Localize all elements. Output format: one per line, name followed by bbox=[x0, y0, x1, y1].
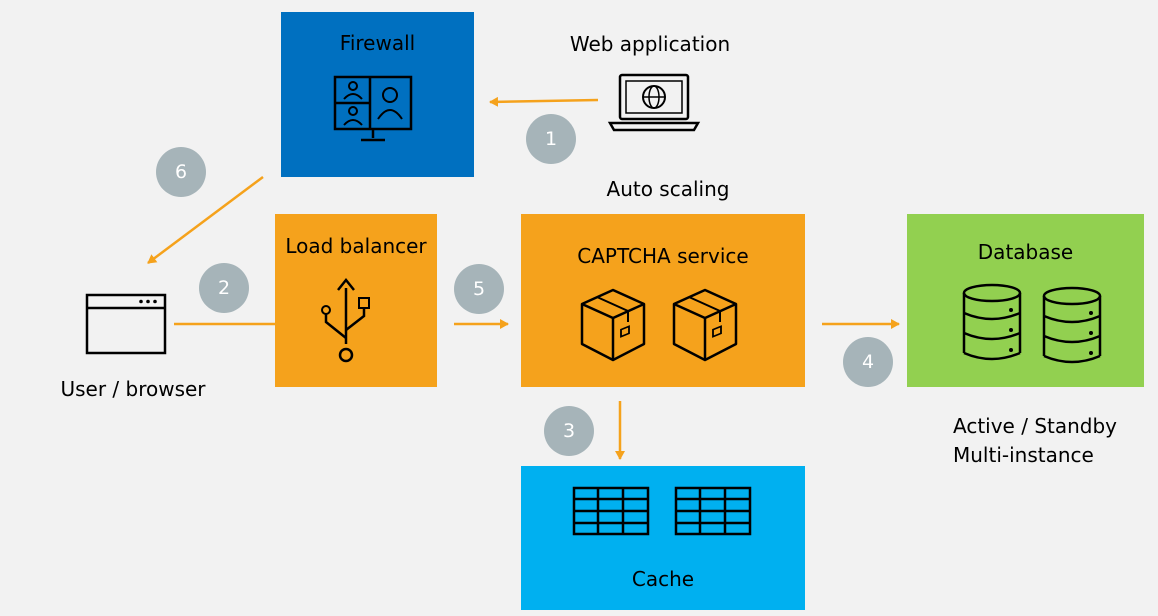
web-application-label: Web application bbox=[569, 32, 731, 56]
firewall-label: Firewall bbox=[339, 31, 416, 55]
laptop-globe-icon bbox=[607, 73, 701, 132]
active-standby-label: Active / Standby bbox=[953, 414, 1118, 438]
auto-scaling-label: Auto scaling bbox=[606, 177, 730, 201]
grid-table-icon bbox=[572, 486, 650, 536]
database-label: Database bbox=[977, 240, 1074, 264]
cache-label: Cache bbox=[631, 567, 695, 591]
step-badge-6: 6 bbox=[156, 147, 206, 197]
step-badge-3: 3 bbox=[544, 406, 594, 456]
arrow-firewall-to-user bbox=[147, 175, 264, 265]
arrow-web-to-firewall bbox=[489, 96, 599, 107]
database-cylinder-icon bbox=[962, 283, 1022, 361]
user-browser-label: User / browser bbox=[60, 377, 206, 401]
captcha-service-box bbox=[521, 214, 805, 387]
cache-box bbox=[521, 466, 805, 610]
load-balancer-label: Load balancer bbox=[285, 234, 427, 258]
multi-instance-label: Multi-instance bbox=[953, 443, 1094, 467]
video-conference-monitor-icon bbox=[333, 75, 413, 142]
package-box-icon-2 bbox=[672, 288, 738, 362]
browser-window-icon bbox=[85, 293, 167, 355]
grid-table-icon-2 bbox=[674, 486, 752, 536]
firewall-box bbox=[281, 12, 474, 177]
database-box bbox=[907, 214, 1144, 387]
usb-icon bbox=[321, 278, 370, 363]
step-badge-5: 5 bbox=[454, 264, 504, 314]
step-badge-1: 1 bbox=[526, 114, 576, 164]
load-balancer-box bbox=[275, 214, 437, 387]
package-box-icon bbox=[580, 288, 646, 362]
captcha-service-label: CAPTCHA service bbox=[577, 244, 749, 268]
step-badge-4: 4 bbox=[843, 337, 893, 387]
database-cylinder-icon-2 bbox=[1042, 286, 1102, 364]
step-badge-2: 2 bbox=[199, 263, 249, 313]
